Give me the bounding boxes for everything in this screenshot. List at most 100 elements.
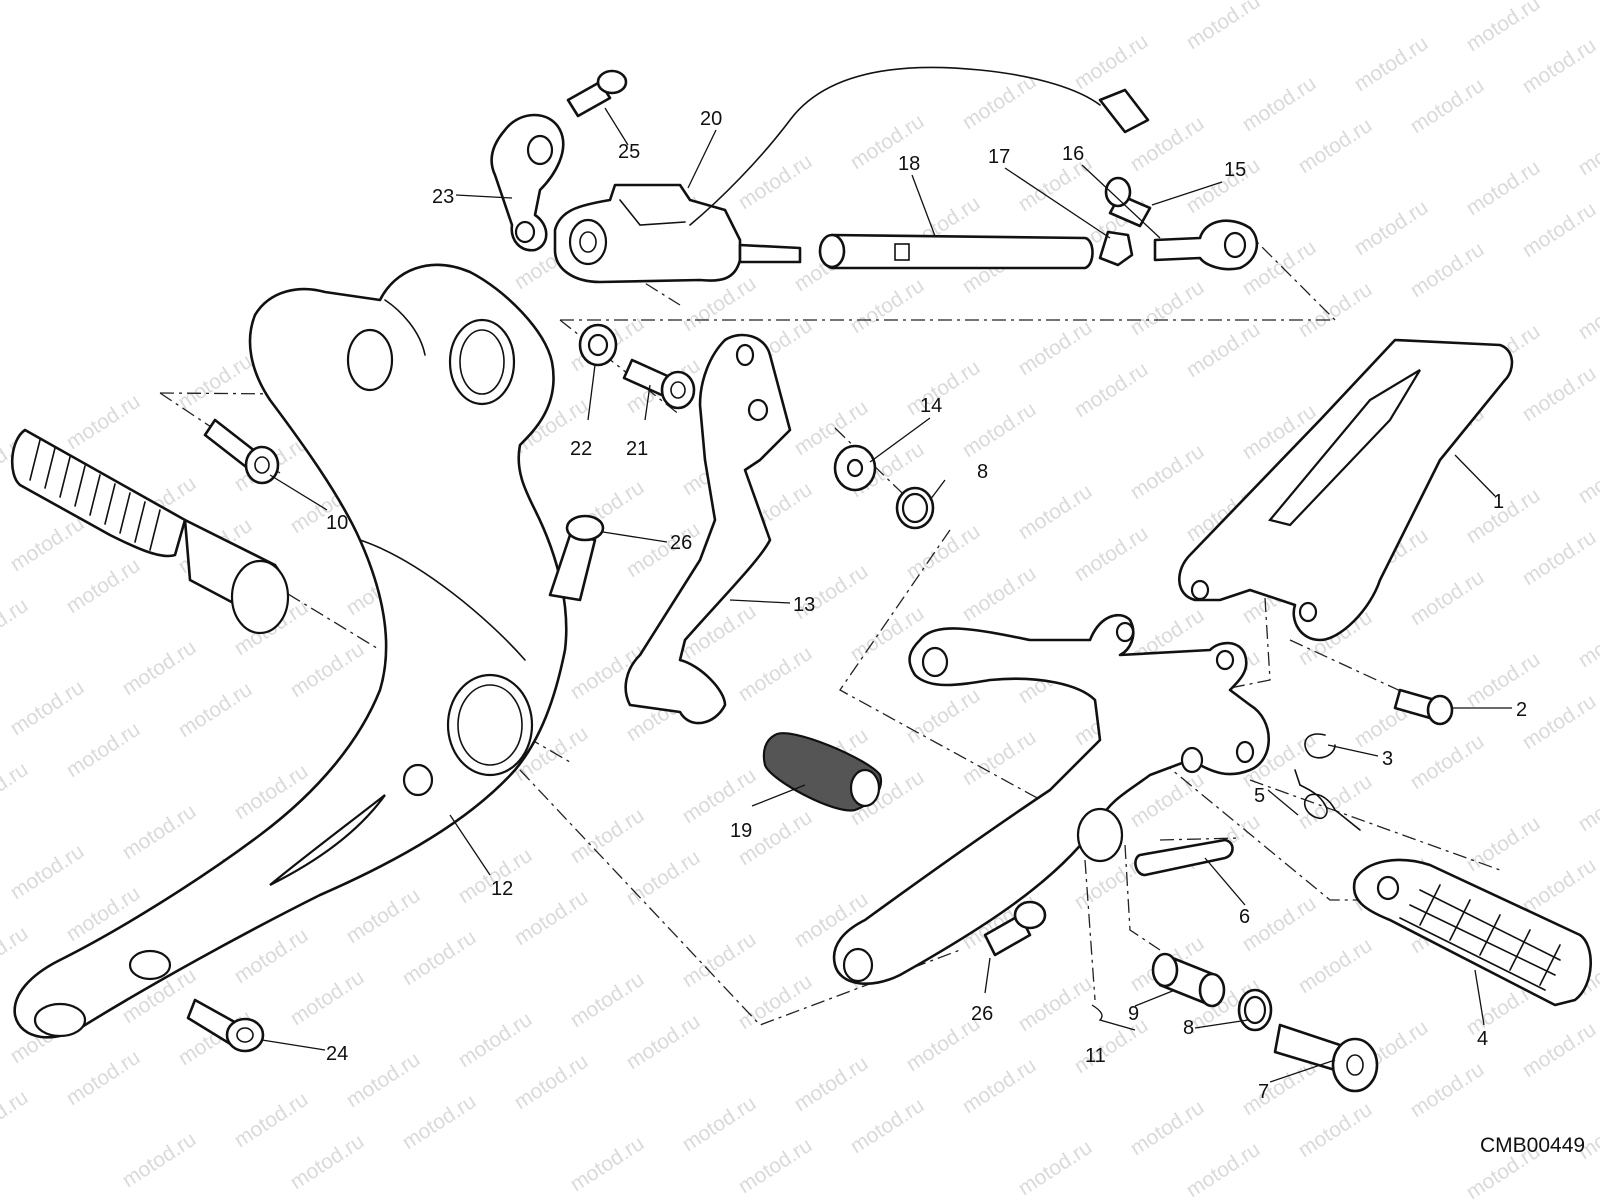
watermark-text: motod.ru (0, 1086, 32, 1150)
watermark-text: motod.ru (1518, 1018, 1600, 1082)
watermark-text: motod.ru (62, 390, 144, 454)
callout-12: 12 (491, 878, 513, 900)
callout-19: 19 (730, 820, 752, 842)
pivot-pin-6 (1134, 838, 1234, 877)
watermark-text: motod.ru (1518, 690, 1600, 754)
selector-arm (490, 113, 565, 252)
watermark-text: motod.ru (286, 966, 368, 1030)
watermark-text: motod.ru (1294, 1098, 1376, 1162)
callout-22: 22 (570, 438, 592, 460)
watermark-text: motod.ru (958, 398, 1040, 462)
watermark-text: motod.ru (734, 1134, 816, 1198)
callout-20: 20 (700, 108, 722, 130)
watermark-text: motod.ru (1070, 522, 1152, 586)
callout-25: 25 (618, 141, 640, 163)
o-ring-upper (895, 486, 935, 530)
watermark-text: motod.ru (342, 884, 424, 948)
watermark-text: motod.ru (1238, 72, 1320, 136)
watermark-text: motod.ru (62, 718, 144, 782)
watermark-text: motod.ru (1518, 854, 1600, 918)
watermark-text: motod.ru (454, 1008, 536, 1072)
watermark-text: motod.ru (1182, 318, 1264, 382)
watermark-text: motod.ru (1406, 1058, 1488, 1122)
callout-26-upper: 26 (670, 532, 692, 554)
watermark-text: motod.ru (1574, 608, 1600, 672)
watermark-text: motod.ru (622, 846, 704, 910)
watermark-text: motod.ru (678, 764, 760, 828)
callout-5: 5 (1254, 785, 1265, 807)
watermark-text: motod.ru (1014, 480, 1096, 544)
callout-13: 13 (793, 594, 815, 616)
watermark-text: motod.ru (118, 636, 200, 700)
watermark-text: motod.ru (62, 1046, 144, 1110)
watermark-text: motod.ru (846, 1094, 928, 1158)
shift-lever (624, 333, 792, 725)
watermark-text: motod.ru (1350, 196, 1432, 260)
watermark-text: motod.ru (1518, 526, 1600, 590)
watermark-text: motod.ru (1294, 114, 1376, 178)
callout-3: 3 (1382, 748, 1393, 770)
callout-23: 23 (432, 186, 454, 208)
callout-1: 1 (1493, 491, 1504, 513)
watermark-text: motod.ru (1462, 648, 1544, 712)
leader-lines (261, 107, 1512, 1083)
watermark-text: motod.ru (398, 1090, 480, 1154)
watermark-text: motod.ru (510, 886, 592, 950)
watermark-text: motod.ru (1574, 772, 1600, 836)
watermark-text: motod.ru (678, 1092, 760, 1156)
footpeg (1352, 858, 1592, 1007)
switch-housing (553, 66, 1150, 284)
frame-bracket (13, 263, 568, 1039)
watermark-text: motod.ru (1406, 238, 1488, 302)
watermark-text: motod.ru (1182, 1138, 1264, 1200)
watermark-text: motod.ru (790, 1052, 872, 1116)
watermark-text: motod.ru (622, 1010, 704, 1074)
callout-8-lower: 8 (1183, 1017, 1194, 1039)
watermark-text: motod.ru (1294, 278, 1376, 342)
callout-8-upper: 8 (977, 461, 988, 483)
watermark-text: motod.ru (1238, 892, 1320, 956)
callout-16: 16 (1062, 143, 1084, 165)
circlip (1304, 733, 1336, 759)
jam-nut (1098, 230, 1134, 267)
watermark-text: motod.ru (566, 1132, 648, 1196)
watermark-text: motod.ru (1406, 566, 1488, 630)
watermark-text: motod.ru (6, 676, 88, 740)
bolt-24 (186, 998, 265, 1053)
callout-7: 7 (1258, 1081, 1269, 1103)
callout-labels: 1 2 3 4 5 6 7 8 8 9 10 11 12 13 14 15 16… (326, 108, 1527, 1103)
watermark-text: motod.ru (734, 150, 816, 214)
heel-guard (1178, 338, 1514, 642)
watermark-text: motod.ru (286, 1130, 368, 1194)
watermark-text: motod.ru (1070, 30, 1152, 94)
washer-14 (833, 444, 877, 492)
callout-10: 10 (326, 512, 348, 534)
watermark-text: motod.ru (1294, 934, 1376, 998)
drawing-code: CMB00449 (1480, 1134, 1585, 1157)
watermark-text: motod.ru (902, 356, 984, 420)
watermark-text: motod.ru (174, 678, 256, 742)
watermark-text: motod.ru (62, 554, 144, 618)
watermark-text: motod.ru (6, 840, 88, 904)
watermark-text: motod.ru (510, 1050, 592, 1114)
watermark-text: motod.ru (1406, 730, 1488, 794)
watermark-text: motod.ru (1462, 156, 1544, 220)
watermark-text: motod.ru (398, 926, 480, 990)
callout-21: 21 (626, 438, 648, 460)
watermark-text: motod.ru (958, 1054, 1040, 1118)
rubber-peg (762, 732, 883, 812)
watermark-text: motod.ru (1518, 34, 1600, 98)
bolt-10 (203, 418, 280, 485)
watermark-text: motod.ru (1574, 116, 1600, 180)
watermark-text: motod.ru (1350, 32, 1432, 96)
watermark-text: motod.ru (902, 684, 984, 748)
bolt-26-lower (983, 900, 1047, 957)
watermark-text: motod.ru (0, 758, 32, 822)
bolt-2 (1393, 688, 1454, 726)
o-ring-lower (1237, 988, 1273, 1032)
link-rod (818, 233, 1094, 270)
watermark-text: motod.ru (1014, 1136, 1096, 1200)
watermark-text: motod.ru (342, 1048, 424, 1112)
watermark-text: motod.ru (846, 274, 928, 338)
